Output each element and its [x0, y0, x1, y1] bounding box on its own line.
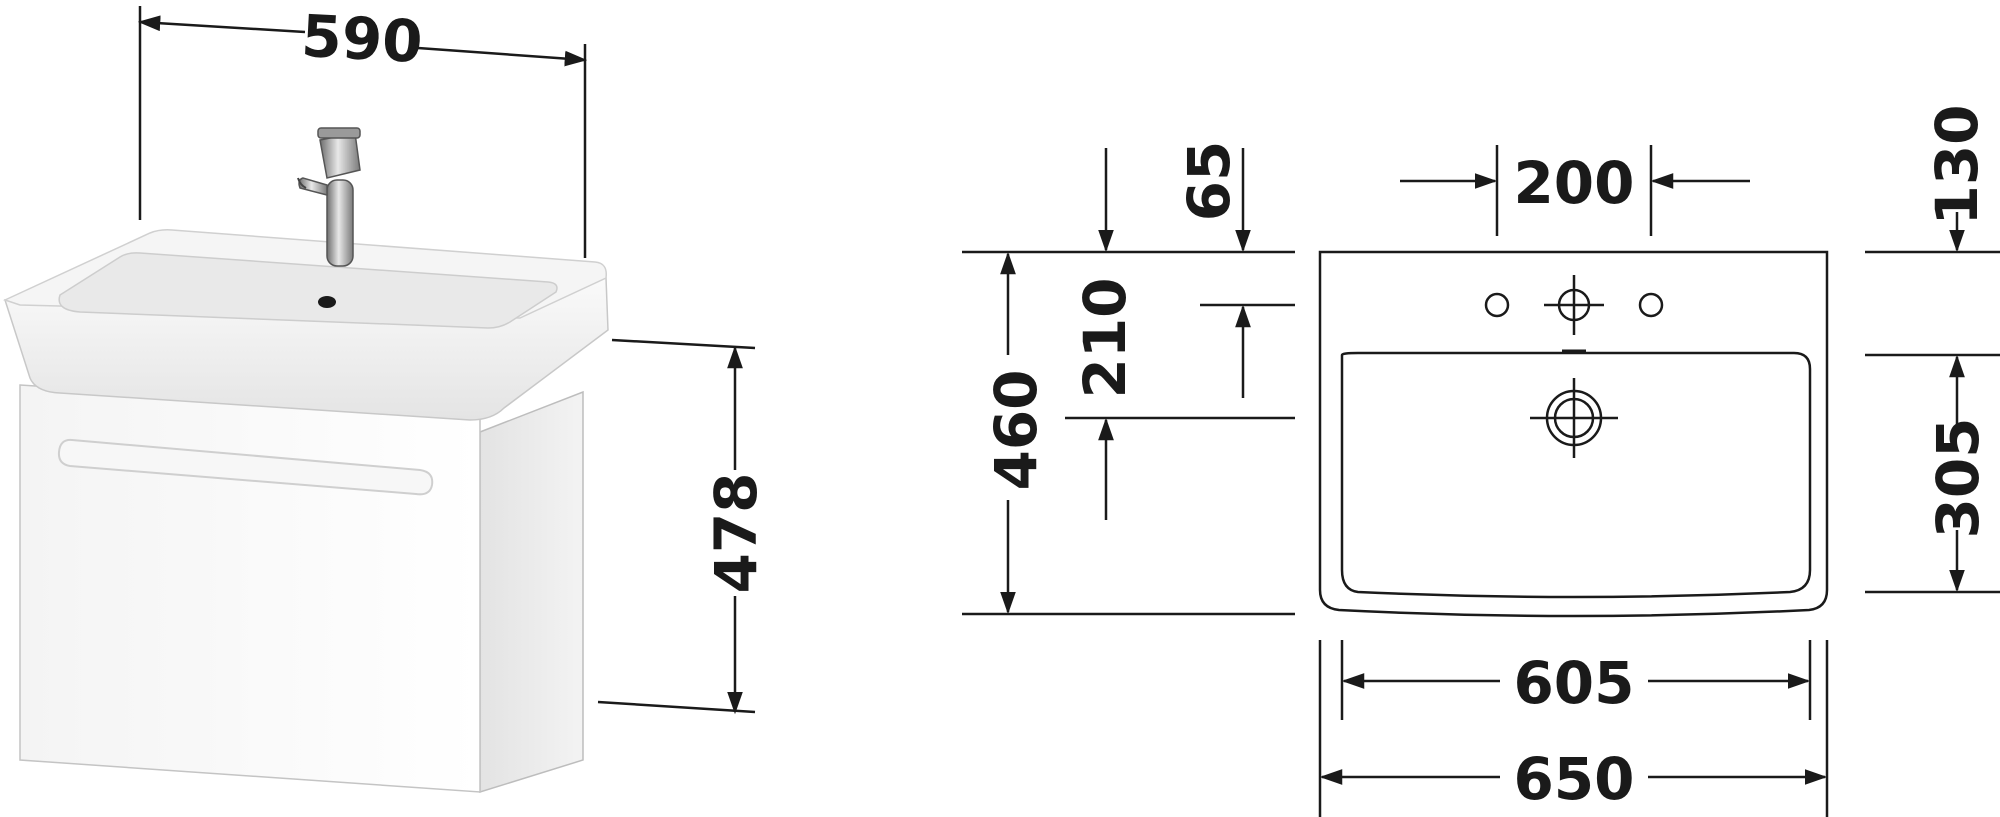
- dimension-label-605: 605: [1513, 649, 1634, 717]
- dimension-label-305: 305: [1924, 417, 1992, 538]
- basin-bowl: [58, 252, 558, 329]
- vanity-perspective-view: 590 478: [2, 2, 770, 794]
- tap-hole-left: [1484, 292, 1510, 318]
- faucet: [297, 127, 361, 267]
- dimension-label-210: 210: [1071, 277, 1139, 398]
- extension-line: [597, 700, 756, 714]
- dimension-line-590-right: [417, 46, 588, 67]
- dimension-label-478: 478: [702, 472, 770, 593]
- dimension-label-590: 590: [300, 2, 424, 76]
- dimension-label-130: 130: [1923, 104, 1991, 225]
- overflow-hole: [318, 296, 336, 308]
- dimension-label-65: 65: [1175, 141, 1243, 222]
- dimension-label-460: 460: [982, 369, 1050, 490]
- dimension-label-650: 650: [1513, 745, 1634, 813]
- drawer-handle: [57, 438, 434, 496]
- dimension-label-200: 200: [1513, 149, 1634, 217]
- dimension-line-590-left: [137, 15, 306, 34]
- extension-line: [611, 338, 756, 350]
- tap-hole-right: [1638, 292, 1664, 318]
- basin-bowl-outline: [1340, 351, 1812, 599]
- cabinet-side-face: [479, 390, 584, 794]
- basin-top-view: 460 65 210 200 130 305 605: [962, 104, 2000, 817]
